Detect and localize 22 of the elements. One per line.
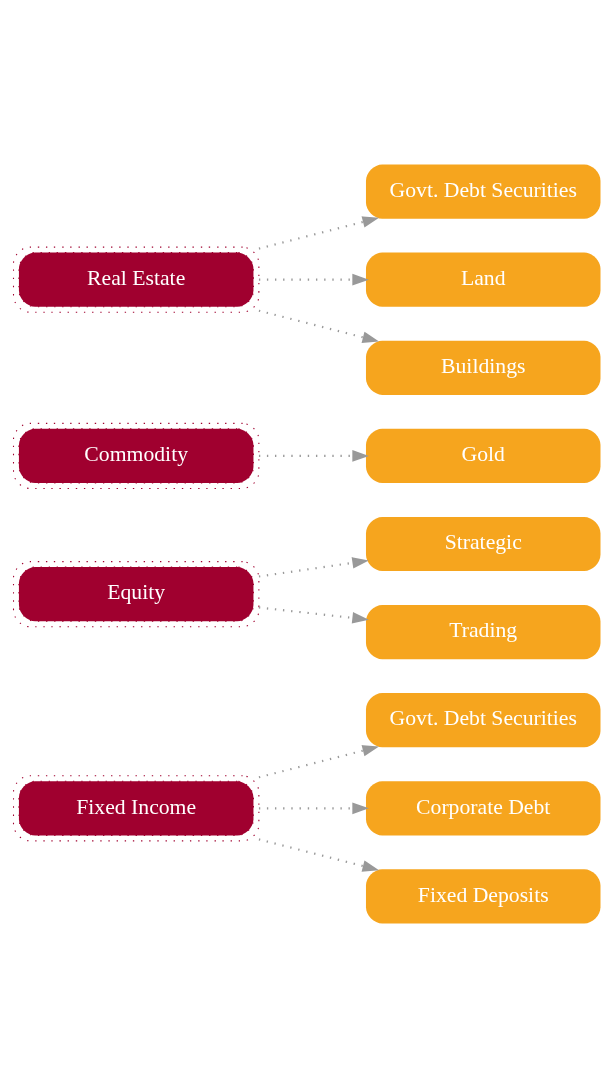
node-box: Gold	[365, 428, 601, 483]
node-box: Trading	[365, 605, 601, 660]
node-box: Fixed Deposits	[365, 869, 601, 924]
node-box: Fixed Income	[12, 775, 260, 842]
node-box: Equity	[12, 561, 260, 628]
arrow	[258, 838, 380, 872]
node-box: Real Estate	[12, 246, 260, 313]
node-box: Govt. Debt Securities	[365, 693, 601, 748]
arrow	[258, 802, 369, 815]
arrow	[258, 745, 380, 779]
arrow	[258, 606, 369, 624]
arrow	[258, 273, 369, 286]
node-box: Corporate Debt	[365, 781, 601, 836]
node-box: Land	[365, 252, 601, 307]
node-box: Commodity	[12, 422, 260, 489]
arrow	[258, 557, 369, 578]
arrow	[258, 309, 380, 343]
node-box: Buildings	[365, 340, 601, 395]
node-box: Govt. Debt Securities	[365, 164, 601, 219]
arrow	[258, 216, 380, 250]
node-box: Strategic	[365, 516, 601, 572]
arrow	[258, 450, 369, 462]
